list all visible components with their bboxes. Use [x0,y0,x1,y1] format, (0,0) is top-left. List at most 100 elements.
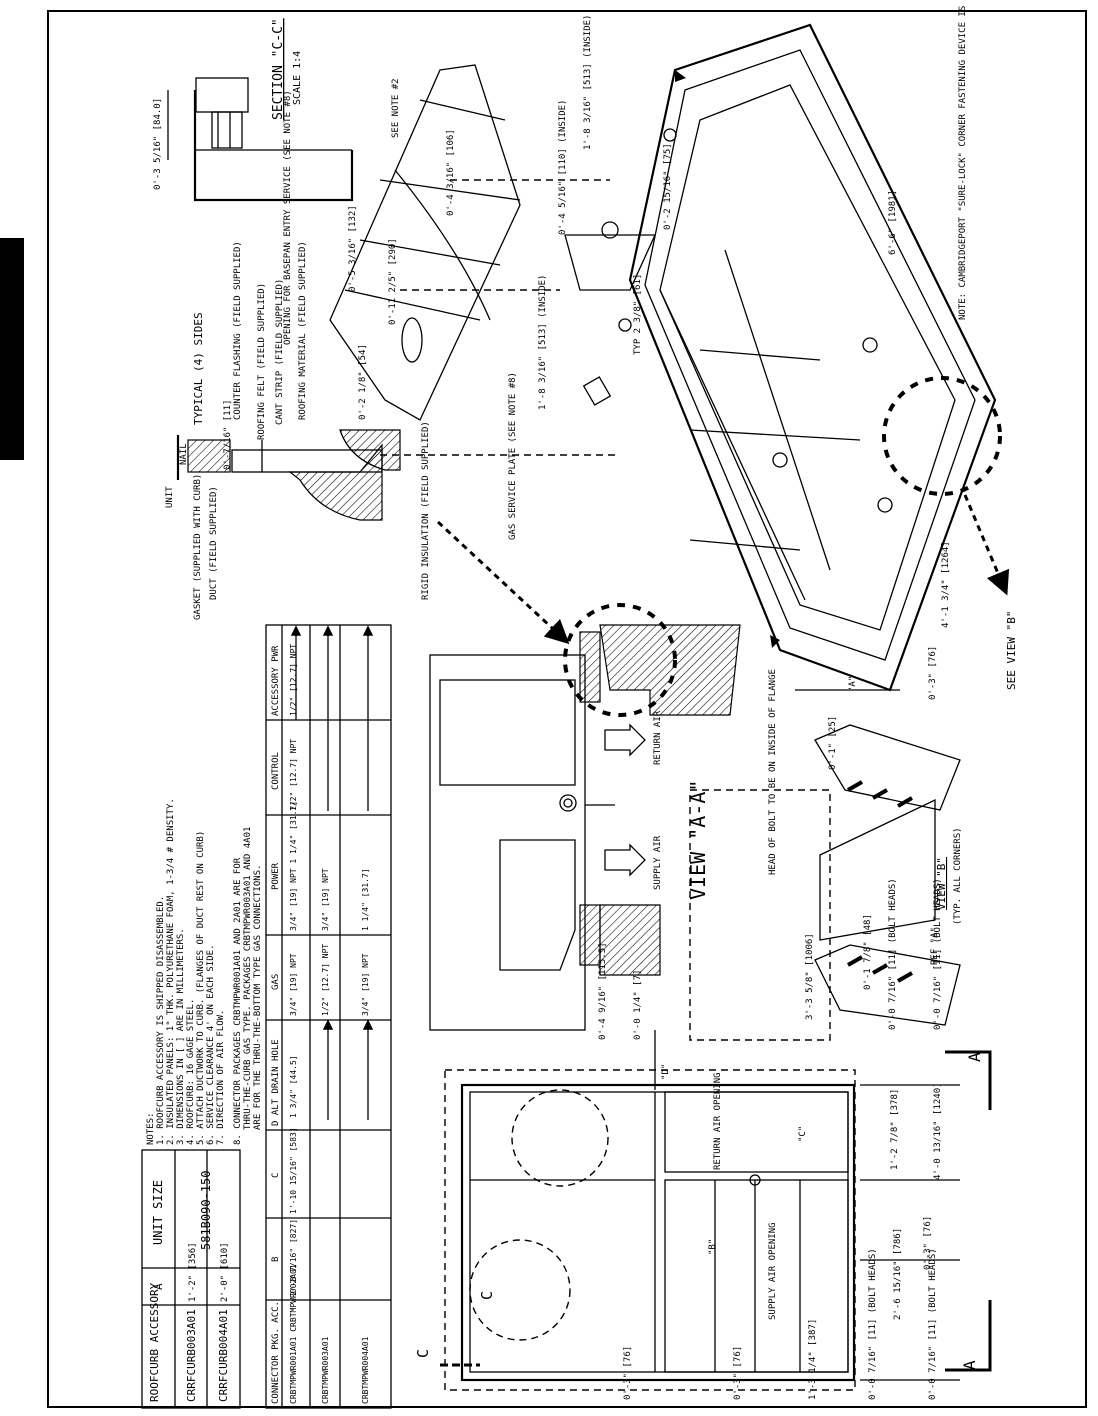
plan-dim-9: 0'-0 7/16" [11] (BOLT HEADS) [928,1248,938,1400]
conn-row2-pkg: CRBTMPWR003A01 [321,1336,330,1404]
note-5: 5. ATTACH DUCTWORK TO CURB. (FLANGES OF … [196,831,206,1145]
section-cc-scale: SCALE 1:4 [292,51,303,105]
label-nail: NAIL [179,443,189,465]
isometric-panels: SEE NOTE #2 OPENING FOR BASEPAN ENTRY SE… [283,0,1018,690]
label-see-view-b: SEE VIEW "B" [1005,611,1018,690]
plan-dim-5: 4'-0 13/16" [1240] [933,1082,943,1180]
view-b-title: VIEW "B" [935,857,948,910]
plan-dim-1: 3'-3 5/8" [1006] [805,933,815,1020]
plan-b-label: "B" [708,1239,718,1255]
conn-row1-b: 2'-8 7/16" [827] [289,1219,298,1296]
unit-table-header-accessory: ROOFCURB ACCESSORY [148,1282,161,1402]
label-rigid-insulation: RIGID INSULATION (FIELD SUPPLIED) [421,421,431,600]
conn-row2-power: 3/4" [19] NPT [321,868,330,931]
unit-size-table: ROOFCURB ACCESSORY A UNIT SIZE CRRFCURB0… [141,1149,241,1409]
note-1: 1. ROOFCURB ACCESSORY IS SHIPPED DISASSE… [156,896,166,1145]
plan-section-a-right: A [965,1052,984,1062]
conn-row1-acc-pwr: 1/2" [12.7] NPT [289,644,298,716]
drawing-border [47,10,1087,1408]
note-8c: ARE FOR THE THRU-THE-BOTTOM TYPE GAS CON… [253,864,263,1130]
see-note-2: SEE NOTE #2 [391,78,401,138]
conn-header-acc-pwr: ACCESSORY PWR [271,645,281,716]
iso-dim-10: 6'-6" [1981] [888,190,898,255]
notes-heading: NOTES: [146,1112,156,1145]
plan-d-label: "D" [661,1064,671,1080]
plan-dim-6: 2'-6 15/16" [786] [893,1228,903,1320]
plan-dim-12: 1'-3 1/4" [387] [808,1319,818,1400]
section-cc: 0'-3 5/16" [84.0] SECTION "C-C" SCALE 1:… [153,18,354,202]
conn-row1-power: 3/4" [19] NPT 1 1/4" [31.7] [289,801,298,931]
label-counter-flashing: COUNTER FLASHING (FIELD SUPPLIED) [233,241,243,420]
iso-dim-11: 4'-1 3/4" [1264] [941,541,951,628]
plan-c-label: "C" [798,1126,808,1142]
note-7: 7. DIRECTION OF AIR FLOW. [216,1010,226,1145]
note-4: 4. ROOFCURB: 16 GAGE STEEL. [186,999,196,1145]
unit-table-accessory-1: CRRFCURB003A01 [185,1309,198,1402]
label-gasket: GASKET (SUPPLIED WITH CURB) [193,474,203,620]
note-2: 2. INSULATED PANELS: 1" THK. POLYURETHAN… [166,798,176,1145]
label-cant-strip: CANT STRIP (FIELD SUPPLIED) [275,279,285,425]
plan-dim-7: 0'-3" [76] [923,1216,933,1270]
label-basepan-opening: OPENING FOR BASEPAN ENTRY SERVICE (SEE N… [283,90,293,345]
plan-section-c-bottom: C [478,1291,496,1300]
plan-dim-2: 0'-0 7/16" [11] (BOLT HEADS) [888,878,898,1030]
conn-header-gas: GAS [271,974,281,990]
note-6: 6. SERVICE CLEARANCE 4' ON EACH SIDE. [206,945,216,1145]
notes-block: NOTES: 1. ROOFCURB ACCESSORY IS SHIPPED … [146,798,263,1145]
label-duct: DUCT (FIELD SUPPLIED) [209,486,219,600]
label-gas-service-plate: GAS SERVICE PLATE (SEE NOTE #8) [508,372,518,540]
section-cc-dim: 0'-3 5/16" [84.0] [153,98,163,190]
unit-table-a-2: 2'-0" [610] [220,1242,230,1302]
plan-dim-3: 0'-0 7/16" [11] (BOLT HEADS) [933,878,943,1030]
conn-header-b: B [271,1257,281,1262]
plan-dim-8: 0'-0 7/16" [11] (BOLT HEADS) [868,1248,878,1400]
plan-dim-11: 0'-3" [76] [733,1346,743,1400]
iso-dim-5: 0'-5 3/16" [132] [348,205,358,292]
view-b-subtitle: (TYP. ALL CORNERS) [953,827,963,925]
iso-dim-6: 0'-11 2/5" [290] [388,238,398,325]
conn-header-control: CONTROL [271,752,281,790]
view-b-dim-1: 0'-1" [25] [828,716,838,770]
isometric-dimensions: 1'-8 3/16" [513] (INSIDE) 0'-4 5/16" [11… [348,15,951,692]
section-tab-marker [0,238,24,460]
conn-header-d: D ALT DRAIN HOLE [271,1039,281,1126]
conn-row1-control: 1/2" [12.7] NPT [289,739,298,811]
note-3: 3. DIMENSIONS IN [ ] ARE IN MILLIMETERS. [176,928,186,1145]
note-8a: 8. CONNECTOR PACKAGES CRBTMPWR001A01 AND… [233,857,243,1145]
conn-header-c: C [271,1173,281,1178]
conn-row3-pkg: CRBTMPWR004A01 [361,1336,370,1404]
conn-row1-c: 1'-10 15/16" [583] [289,1127,298,1214]
view-b-bolt-head-note: HEAD OF BOLT TO BE ON INSIDE OF FLANGE [768,669,778,875]
connector-table: CONNECTOR PKG. ACC. B C D ALT DRAIN HOLE… [265,624,392,1409]
conn-row1-d: 1 3/4" [44.5] [289,1055,298,1118]
label-unit: UNIT [165,486,175,508]
unit-size-value: 581B090-150 [199,1171,213,1250]
view-aa-dim-2: 0'-4 9/16" [115.5] [598,942,608,1040]
label-sure-lock-note: NOTE: CAMBRIDGEPORT "SURE-LOCK" CORNER F… [958,0,968,320]
label-dim-7-16: 0'-7/16" [11] [223,400,233,470]
plan-dim-10: 0'-3" [76] [623,1346,633,1400]
note-8b: THRU-THE-CURB GAS TYPE. PACKAGES CRBTMPW… [243,827,253,1130]
iso-dim-8: 1'-8 3/16" [513] (INSIDE) [538,275,548,410]
conn-header-pkg: CONNECTOR PKG. ACC. [271,1301,281,1404]
plan-section-c-top: C [414,1349,432,1358]
unit-table-a-1: 1'-2" [356] [188,1242,198,1302]
unit-table-header-size: UNIT SIZE [151,1180,165,1245]
view-aa: VIEW "A-A" SUPPLY AIR RETURN AIR 0'-0 1/… [429,603,741,1040]
conn-row1-gas: 3/4" [19] NPT [289,953,298,1016]
iso-dim-9: TYP 2 3/8" [61] [633,274,643,355]
conn-row2-gas: 1/2" [12.7] NPT [321,944,330,1016]
isometric-curb-view [380,23,1010,692]
view-b-dim-3: 0'-1 7/8" [48] [863,914,873,990]
view-aa-return-air: RETURN AIR [653,710,663,765]
conn-row3-gas: 3/4" [19] NPT [361,953,370,1016]
plan-dim-4: 1'-2 7/8" [378] [890,1089,900,1170]
view-aa-dim-1: 0'-0 1/4" [7] [633,970,643,1040]
view-b-dim-2: 0'-3" [76] [928,646,938,700]
iso-dim-1: 1'-8 3/16" [513] (INSIDE) [583,15,593,150]
view-aa-supply-air: SUPPLY AIR [653,835,663,890]
section-cc-title: SECTION "C-C" [271,18,286,120]
iso-dim-12: "A" [848,676,858,692]
plan-dimensions: 3'-3 5/8" [1006] 0'-0 7/16" [11] (BOLT H… [623,878,960,1400]
